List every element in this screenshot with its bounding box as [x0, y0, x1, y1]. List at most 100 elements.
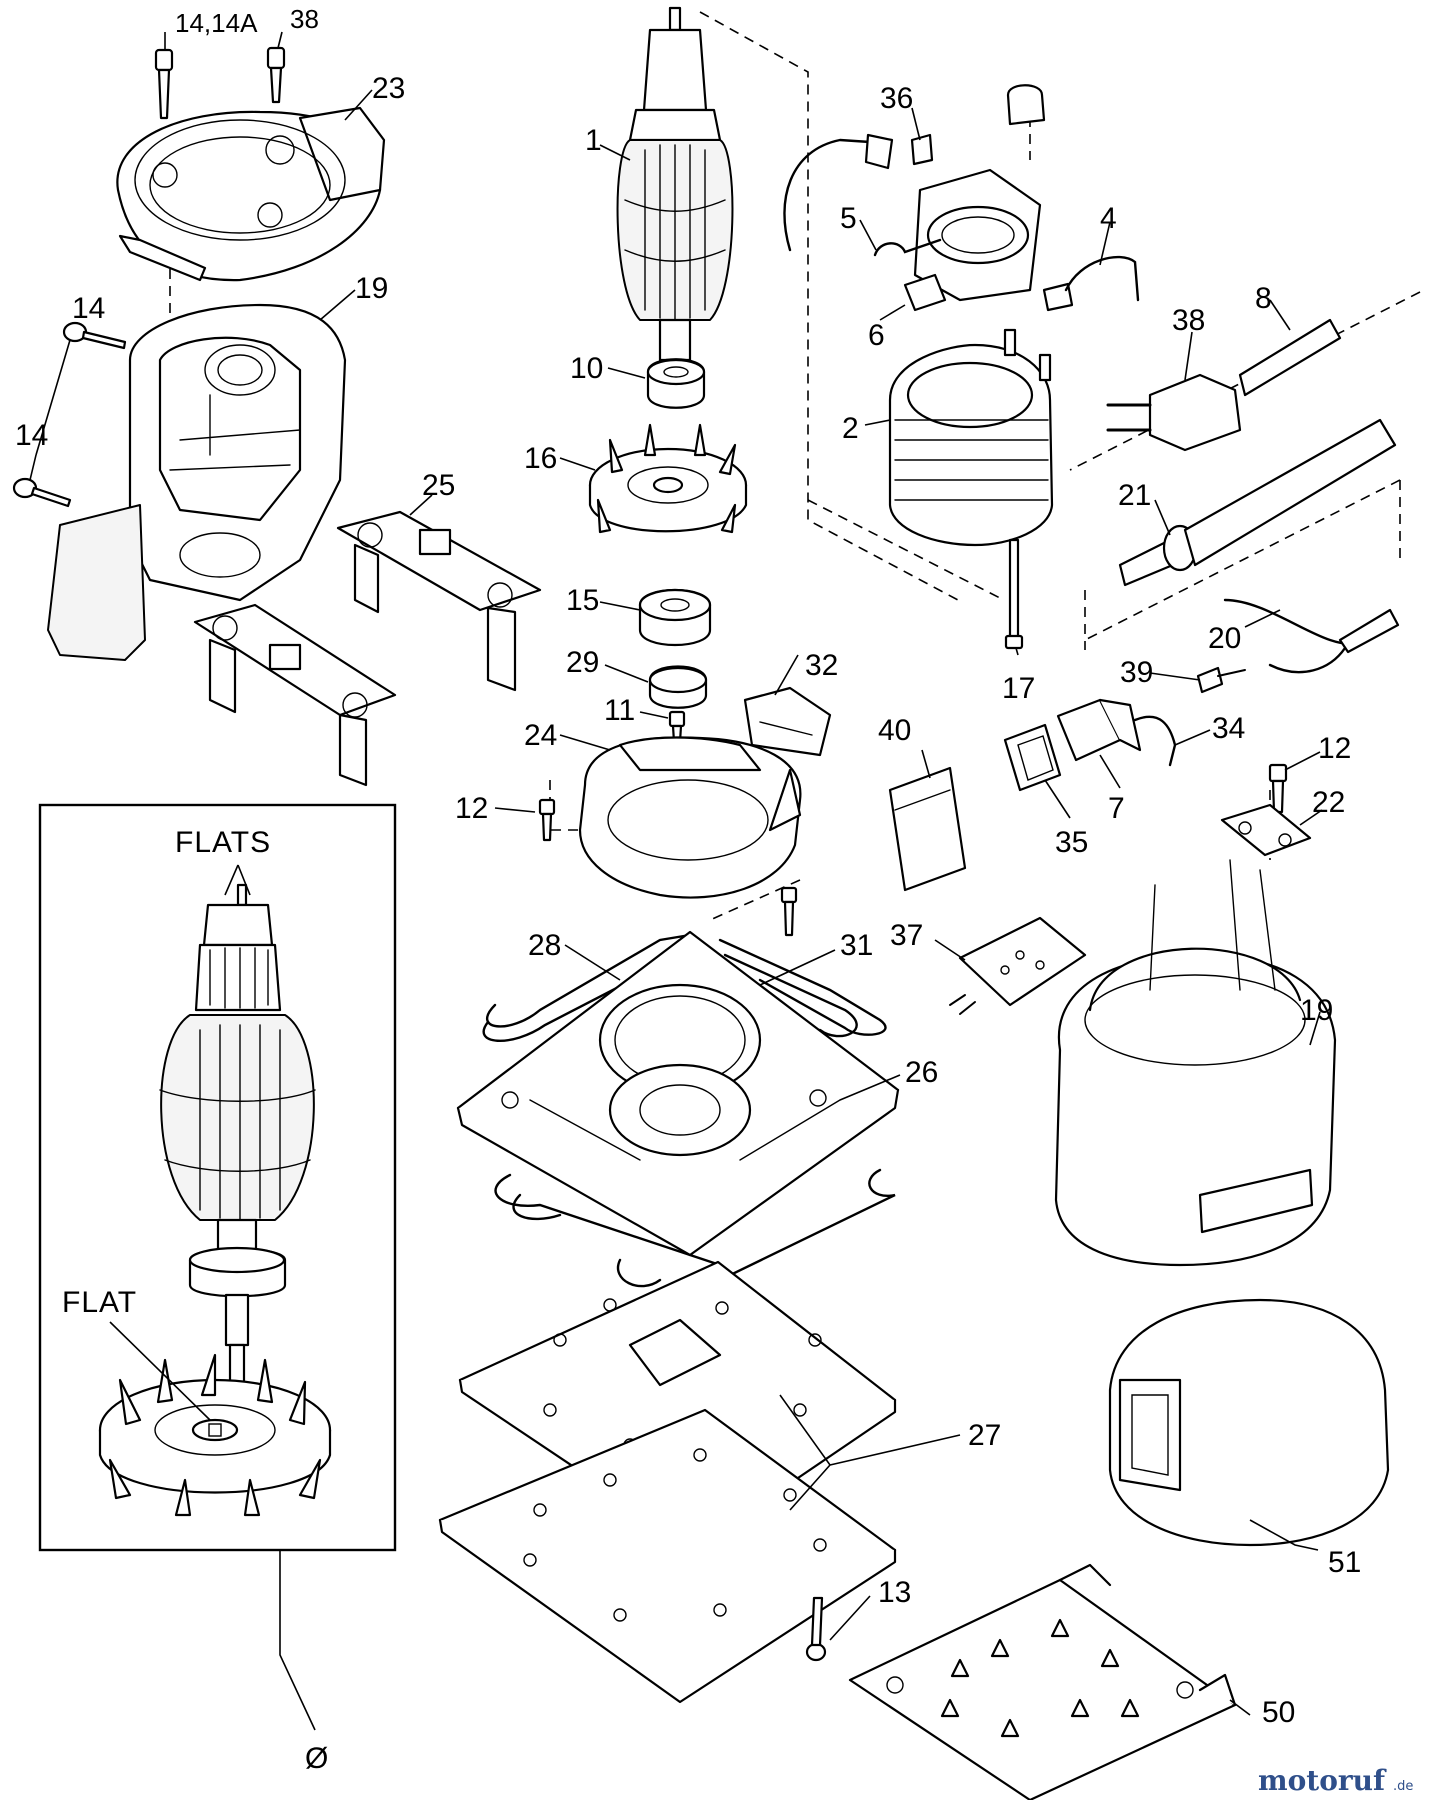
label-8: 8 — [1255, 282, 1272, 315]
detail-armature-box — [38, 803, 397, 1552]
housing-half-19 — [47, 303, 347, 661]
label-17: 17 — [1002, 672, 1035, 705]
label-20: 20 — [1208, 622, 1241, 655]
dust-shroud-24 — [578, 736, 802, 899]
label-26: 26 — [905, 1056, 938, 1089]
label-19-right: 19 — [1300, 994, 1333, 1027]
fan-16 — [588, 423, 748, 534]
sanding-pad-27-lower — [438, 1408, 897, 1704]
spring-31 — [718, 938, 887, 1038]
switch-cover-35 — [1003, 723, 1062, 792]
label-11: 11 — [604, 694, 635, 727]
bracket-lower — [193, 603, 397, 787]
screw-13 — [805, 1596, 827, 1662]
label-7: 7 — [1108, 792, 1125, 825]
end-cap-23 — [116, 106, 386, 282]
screw-12-lower-center — [780, 886, 798, 937]
part-labels: 14,14A 38 23 19 14 14 25 1 10 16 15 29 1… — [15, 4, 1361, 1775]
label-51: 51 — [1328, 1546, 1361, 1579]
label-37: 37 — [890, 919, 923, 952]
bearing-10 — [646, 358, 706, 409]
label-leader-lines — [29, 31, 1323, 1731]
housing-half-19-right — [1054, 859, 1337, 1267]
brush-cap-top — [1006, 84, 1046, 126]
label-10: 10 — [570, 352, 603, 385]
label-24: 24 — [524, 719, 557, 752]
watermark-brand: motoruf — [1258, 1764, 1387, 1797]
screw-12-right — [1268, 763, 1288, 814]
label-flat: FLAT — [62, 1286, 137, 1319]
label-28: 28 — [528, 929, 561, 962]
label-27: 27 — [968, 1419, 1001, 1452]
bearing-15 — [638, 588, 712, 646]
label-19-top: 19 — [355, 272, 388, 305]
switch-7 — [1056, 698, 1142, 762]
counterweight-29 — [648, 665, 708, 709]
screw-14-top — [154, 48, 174, 120]
label-39: 39 — [1120, 656, 1153, 689]
label-23: 23 — [372, 72, 405, 105]
screw-38-top — [266, 46, 286, 104]
lead-wire-20 — [1223, 598, 1400, 674]
gasket-40 — [888, 766, 967, 892]
bracket-25 — [336, 510, 542, 692]
label-40: 40 — [878, 714, 911, 747]
label-14-lower: 14 — [15, 419, 48, 452]
label-34: 34 — [1212, 712, 1245, 745]
strain-relief-21 — [1118, 418, 1397, 587]
label-2: 2 — [842, 412, 859, 445]
armature-detail — [159, 883, 316, 1387]
circuit-board-37 — [949, 916, 1087, 1015]
label-6: 6 — [868, 319, 885, 352]
label-22: 22 — [1312, 786, 1345, 819]
watermark-suffix: .de — [1393, 1779, 1413, 1794]
label-13: 13 — [878, 1576, 911, 1609]
label-38-top: 38 — [290, 4, 319, 34]
label-14-14a: 14,14A — [175, 8, 258, 38]
brush-holder-6 — [903, 273, 947, 312]
screw-14-upper — [62, 321, 127, 350]
plug-38 — [1106, 373, 1242, 452]
cover-51 — [1108, 1298, 1390, 1547]
switch-lead-34 — [1133, 715, 1177, 767]
label-12-mid: 12 — [455, 792, 488, 825]
label-16: 16 — [524, 442, 557, 475]
brush-lead-4 — [1042, 255, 1140, 312]
spring-28 — [482, 933, 702, 1043]
label-35: 35 — [1055, 826, 1088, 859]
label-flats: FLATS — [175, 826, 271, 859]
base-plate-26 — [456, 930, 900, 1257]
fan-detail — [98, 1353, 332, 1517]
armature-1 — [616, 6, 734, 397]
label-38-plug: 38 — [1172, 304, 1205, 337]
label-15: 15 — [566, 584, 599, 617]
spring-clip-5 — [873, 238, 942, 257]
brush-36 — [910, 133, 934, 166]
label-50: 50 — [1262, 1696, 1295, 1729]
brush-lead-left — [783, 133, 894, 252]
terminal-39 — [1196, 666, 1246, 694]
label-12-right: 12 — [1318, 732, 1351, 765]
screw-12-mid — [538, 798, 556, 842]
label-32: 32 — [805, 649, 838, 682]
label-29: 29 — [566, 646, 599, 679]
label-25: 25 — [422, 469, 455, 502]
label-5: 5 — [840, 202, 857, 235]
brush-holder-assembly — [913, 168, 1042, 302]
filter-clip-32 — [743, 686, 832, 757]
watermark-logo: motoruf .de — [1258, 1764, 1413, 1797]
screw-14-lower — [12, 477, 72, 508]
label-14-upper: 14 — [72, 292, 105, 325]
cord-clamp-22 — [1220, 803, 1312, 857]
label-36: 36 — [880, 82, 913, 115]
label-31: 31 — [840, 929, 873, 962]
label-1: 1 — [585, 124, 602, 157]
label-4: 4 — [1100, 202, 1117, 235]
screw-17 — [1004, 538, 1024, 650]
spring-lower-right — [616, 1168, 896, 1288]
label-21: 21 — [1118, 479, 1151, 512]
power-cord-8 — [1238, 318, 1342, 397]
label-assembly-symbol: Ø — [305, 1742, 328, 1775]
paper-clamp-plate-50 — [848, 1563, 1237, 1800]
